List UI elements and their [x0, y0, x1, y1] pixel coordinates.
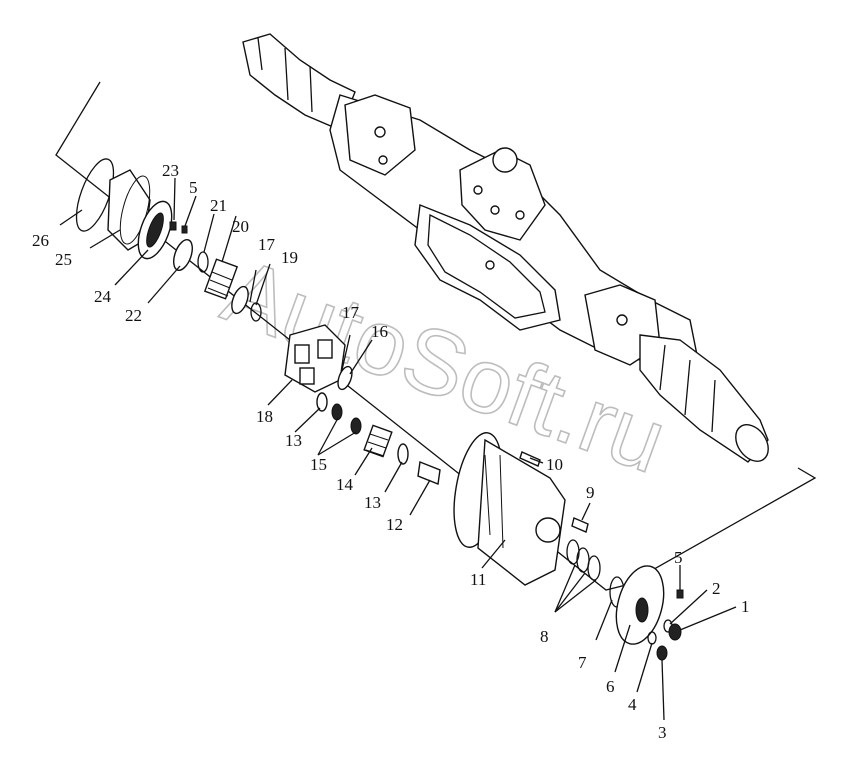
part-1-nut — [668, 623, 682, 641]
callout-25: 25 — [55, 250, 72, 269]
callout-9: 9 — [586, 483, 595, 502]
callout-2: 2 — [712, 579, 721, 598]
callout-13b: 13 — [364, 493, 381, 512]
callout-23: 23 — [162, 161, 179, 180]
callout-17b: 17 — [342, 303, 360, 322]
callout-14: 14 — [336, 475, 354, 494]
part-8-shim-b — [576, 547, 590, 573]
part-15-bearing-a — [331, 403, 343, 421]
callout-15: 15 — [310, 455, 327, 474]
callout-21: 21 — [210, 196, 227, 215]
callout-22: 22 — [125, 306, 142, 325]
callout-11: 11 — [470, 570, 486, 589]
part-11-drum — [453, 432, 566, 586]
part-22-nut — [173, 239, 193, 271]
part-14-planet-gear — [363, 424, 393, 458]
callout-7: 7 — [578, 653, 587, 672]
part-8-shim-c — [587, 555, 601, 581]
part-18-carrier — [284, 324, 346, 393]
part-20-bearing — [203, 258, 239, 300]
part-3-plug — [656, 645, 668, 661]
explode-frame — [55, 81, 817, 591]
callout-26: 26 — [32, 231, 49, 250]
part-5-top — [181, 225, 188, 234]
callout-5: 5 — [674, 548, 683, 567]
callout-24: 24 — [94, 287, 112, 306]
callout-17: 17 — [258, 235, 276, 254]
part-10-bolt — [519, 451, 541, 467]
callout-8: 8 — [540, 627, 549, 646]
callout-10: 10 — [546, 455, 563, 474]
callout-20: 20 — [232, 217, 249, 236]
part-13-washer-a — [316, 392, 328, 412]
part-16-washer — [337, 365, 353, 391]
part-12-pin — [417, 461, 441, 485]
part-26-snap-ring — [75, 158, 115, 232]
callout-16: 16 — [371, 322, 388, 341]
part-23 — [169, 221, 177, 231]
part-6-cover — [615, 565, 665, 645]
part-9-bolt — [571, 517, 589, 533]
callout-6: 6 — [606, 677, 615, 696]
part-21-ring — [197, 251, 209, 273]
part-5-bottom — [676, 589, 684, 599]
callout-3: 3 — [658, 723, 667, 742]
callout-4: 4 — [628, 695, 637, 714]
callout-19: 19 — [281, 248, 298, 267]
part-15-bearing-b — [350, 417, 362, 435]
part-24-hub — [137, 200, 173, 260]
part-4-washer — [647, 631, 657, 645]
callout-numbers: 1 2 3 4 5 6 7 8 9 10 11 12 13 14 15 13 1… — [32, 161, 750, 742]
callout-13: 13 — [285, 431, 302, 450]
callout-1: 1 — [741, 597, 750, 616]
leader-lines — [59, 177, 737, 721]
part-17-washer-a — [231, 285, 249, 315]
callout-5-top: 5 — [189, 178, 198, 197]
callout-12: 12 — [386, 515, 403, 534]
part-13-washer-b — [397, 443, 409, 465]
callout-18: 18 — [256, 407, 273, 426]
axle-housing — [242, 33, 769, 463]
